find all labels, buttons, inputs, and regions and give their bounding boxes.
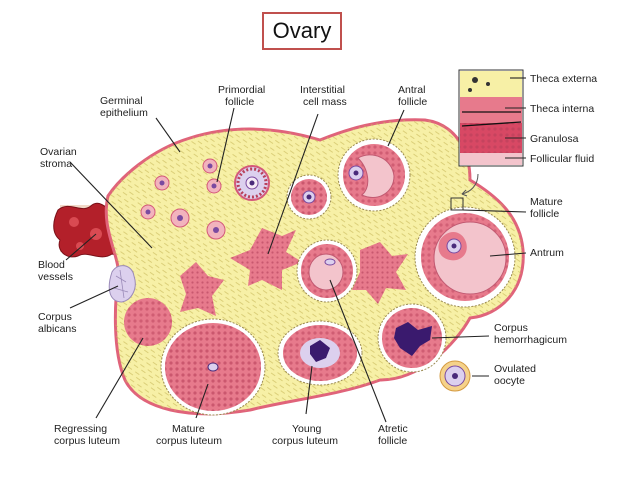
ovulated-oocyte <box>439 360 471 392</box>
antral-follicle <box>337 138 411 212</box>
label-granulosa: Granulosa <box>530 133 579 145</box>
mature-follicle <box>414 197 516 308</box>
follicle-wall-inset <box>458 69 524 197</box>
label-theca-externa: Theca externa <box>530 73 597 85</box>
label-theca-interna: Theca interna <box>530 103 594 115</box>
primordial-follicles <box>140 158 226 240</box>
corpus-albicans <box>108 265 136 303</box>
page-title: Ovary <box>262 12 342 50</box>
label-antrum: Antrum <box>530 247 564 259</box>
interstitial-cell-mass <box>230 228 302 290</box>
regressing-corpus-luteum <box>124 298 172 346</box>
primary-follicle <box>234 165 270 201</box>
interstitial-cell-mass-2 <box>180 262 224 316</box>
leader-lines <box>65 77 527 423</box>
corpus-hemorrhagicum <box>377 303 447 373</box>
atretic-follicle <box>296 239 358 303</box>
mature-corpus-luteum <box>160 318 266 416</box>
secondary-follicle <box>286 174 332 220</box>
young-corpus-luteum <box>277 320 363 386</box>
label-follicular-fluid: Follicular fluid <box>530 153 594 165</box>
interstitial-cell-mass-3 <box>352 242 408 304</box>
